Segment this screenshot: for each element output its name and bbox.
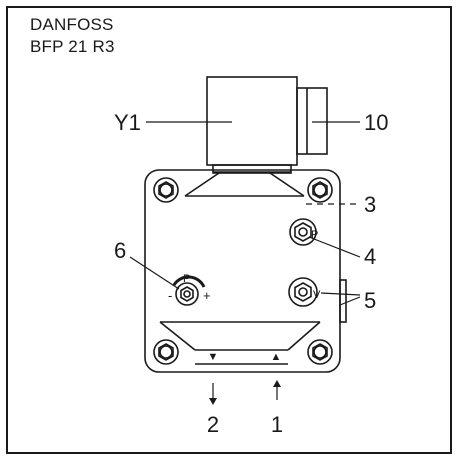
side-plate	[339, 279, 347, 323]
pressure-gauge-port	[289, 218, 317, 246]
adjust-arc	[172, 275, 206, 288]
leader-5b	[339, 296, 361, 306]
leader-6	[129, 256, 180, 290]
return-arrow-icon	[209, 398, 217, 405]
suction-arrow-icon	[273, 380, 281, 387]
corner-screw-bl	[153, 339, 179, 365]
diagram-frame	[6, 6, 452, 454]
corner-screw-br	[307, 339, 333, 365]
callout-y1: Y1	[114, 110, 141, 135]
inlet-mark: ▲	[271, 351, 282, 363]
model-name: BFP 21 R3	[30, 37, 115, 56]
leader-4	[308, 236, 361, 258]
pressure-adjust-screw	[175, 282, 199, 306]
callout-6: 6	[114, 238, 126, 263]
brand-name: DANFOSS	[30, 15, 114, 34]
callout-3: 3	[364, 192, 376, 217]
callout-5: 5	[364, 288, 376, 313]
pump-body	[144, 169, 341, 373]
coil-base	[212, 164, 292, 174]
leader-5a	[320, 292, 361, 296]
callout-10: 10	[364, 110, 388, 135]
solenoid-coil	[206, 76, 298, 166]
plus-mark: +	[203, 288, 211, 303]
callout-4: 4	[364, 244, 376, 269]
callout-2: 2	[207, 412, 219, 437]
vacuum-mark: V	[313, 289, 321, 301]
pressure-mark: P	[311, 229, 318, 241]
corner-screw-tl	[153, 177, 179, 203]
minus-mark: -	[168, 288, 172, 303]
adjust-mark: P	[183, 273, 190, 285]
outlet-mark: ▼	[208, 351, 219, 363]
corner-screw-tr	[307, 177, 333, 203]
callout-1: 1	[271, 412, 283, 437]
vacuum-gauge-port	[288, 277, 318, 307]
connector-plug	[296, 87, 328, 155]
